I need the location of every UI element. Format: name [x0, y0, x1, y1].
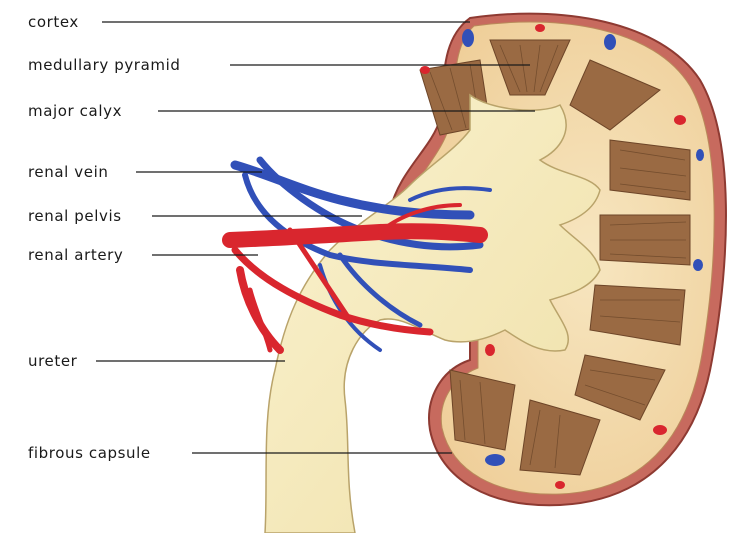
label-major-calyx: major calyx — [28, 102, 122, 120]
label-renal-vein: renal vein — [28, 163, 108, 181]
label-medullary-pyramid: medullary pyramid — [28, 56, 180, 74]
label-ureter: ureter — [28, 352, 78, 370]
label-renal-pelvis: renal pelvis — [28, 207, 122, 225]
label-cortex: cortex — [28, 13, 79, 31]
label-renal-artery: renal artery — [28, 246, 123, 264]
label-fibrous-capsule: fibrous capsule — [28, 444, 151, 462]
